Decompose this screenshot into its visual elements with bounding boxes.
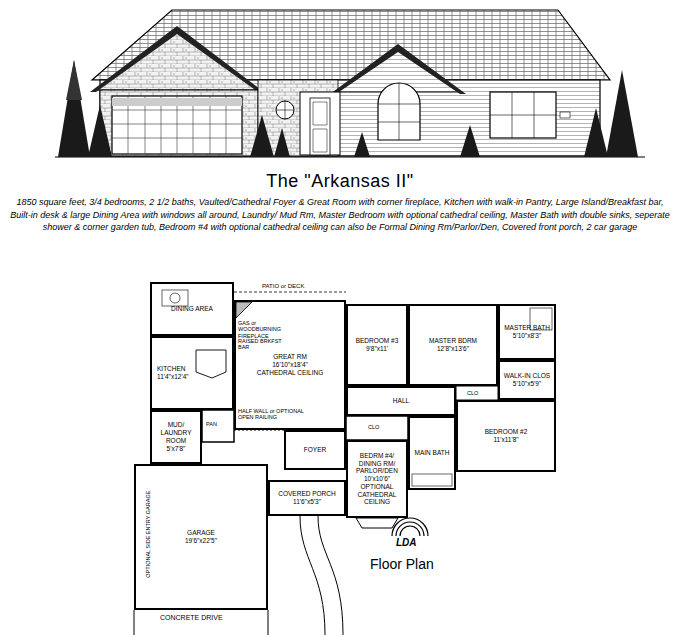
room-name: WALK-IN CLOS — [504, 372, 550, 380]
room-name: HALL — [393, 397, 409, 405]
room-note: 11'x11'8" — [493, 436, 518, 444]
room-name: BEDROOM #3 — [356, 337, 399, 345]
drawing-path — [55, 156, 645, 157]
room-name: FOYER — [304, 446, 326, 454]
room-box: MASTER BDRM12'8"x13'6" — [408, 304, 498, 386]
drawing-polygon — [354, 132, 370, 157]
drawing-path — [490, 92, 556, 138]
room-box: BEDROOM #39'8"x11' — [346, 304, 408, 386]
room-name: MUD/ LAUNDRY ROOM — [154, 421, 198, 444]
drawing-rect — [112, 98, 242, 106]
plan-note: CLO — [368, 424, 379, 430]
room-box: MASTER BATH5'10"x8'3" — [498, 304, 556, 360]
drawing-rect — [162, 290, 188, 306]
room-note: 10'x10'6" — [364, 475, 390, 483]
room-name: MASTER BATH — [504, 324, 550, 332]
logo-text: LDA — [396, 537, 417, 549]
drawing-rect — [456, 386, 498, 400]
plan-note: PAN — [206, 421, 217, 427]
drawing-path — [234, 292, 346, 293]
drawing-polygon — [58, 60, 90, 157]
room-note: 11'6"x5'3" — [293, 498, 321, 506]
drawing-rect — [202, 410, 234, 442]
room-box: GARAGE19'6"x22'5" — [134, 464, 268, 610]
room-box: HALL — [346, 386, 456, 416]
room-box: KITCHEN11'4"x12'4" — [150, 336, 234, 410]
drawing-path — [300, 516, 343, 635]
drawing-rect — [346, 416, 408, 440]
room-name: MASTER BDRM — [429, 337, 477, 345]
room-name: DINING AREA — [171, 305, 213, 313]
drawing-polygon — [584, 108, 608, 157]
plan-note: GAS or WOODBURNING FIREPLACE — [238, 320, 298, 339]
plan-description: 1850 square feet, 3/4 bedrooms, 2 1/2 ba… — [6, 196, 674, 234]
plan-note: RAISED BRKFST BAR — [238, 338, 286, 351]
room-name: GREAT RM — [273, 353, 307, 361]
drawing-path — [313, 102, 327, 152]
plan-note: CONCRETE DRIVE — [160, 614, 223, 622]
room-note: 19'6"x22'5" — [185, 537, 217, 545]
drawing-polygon — [96, 30, 258, 90]
room-note: OPTIONAL CATHEDRAL CEILING — [350, 483, 404, 506]
drawing-rect — [412, 474, 452, 486]
drawing-polygon — [250, 115, 274, 157]
drawing-rect — [112, 96, 242, 154]
plan-note: CLO — [467, 390, 478, 396]
drawing-path — [392, 518, 428, 536]
drawing-circle — [276, 101, 294, 119]
room-name: GARAGE — [187, 529, 215, 537]
plan-note: PATIO or DECK — [262, 283, 304, 290]
drawing-circle — [170, 293, 180, 303]
room-box: MAIN BATH — [408, 416, 456, 490]
drawing-polygon — [88, 105, 112, 157]
drawing-rect — [100, 90, 258, 156]
drawing-path — [134, 610, 268, 635]
room-box: WALK-IN CLOS5'10"x5'9" — [498, 360, 556, 400]
room-name: KITCHEN — [157, 365, 186, 373]
drawing-polygon — [606, 70, 638, 157]
plan-note: OPTIONAL SIDE ENTRY GARAGE — [145, 474, 151, 594]
room-box: BEDROOM #211'x11'8" — [456, 400, 556, 472]
drawing-polygon — [460, 125, 480, 157]
room-name: COVERED PORCH — [278, 490, 335, 498]
plan-title: The "Arkansas II" — [0, 171, 680, 192]
house-elevation — [0, 0, 680, 170]
room-box: BEDRM #4/ DINING RM/ PARLOR/DEN10'x10'6"… — [346, 440, 408, 518]
drawing-polygon — [196, 350, 226, 378]
drawing-path — [378, 83, 420, 140]
drawing-polygon — [236, 302, 252, 318]
room-box: DINING AREA — [150, 282, 234, 336]
drawing-rect — [300, 92, 340, 155]
room-note: 12'8"x13'6" — [437, 345, 469, 353]
room-box: COVERED PORCH11'6"x5'3" — [268, 480, 346, 516]
room-box: MUD/ LAUNDRY ROOM5'x7'8" — [150, 410, 202, 464]
drawing-path — [378, 83, 420, 140]
drawing-path — [112, 96, 242, 154]
drawing-polygon — [274, 128, 290, 157]
drawing-rect — [490, 92, 556, 138]
room-note: 16'10"x18'4" — [272, 361, 308, 369]
room-box: FOYER — [284, 430, 346, 470]
drawing-rect — [560, 112, 570, 118]
drawing-polygon — [356, 518, 398, 528]
drawing-rect — [310, 98, 330, 155]
room-name: MAIN BATH — [415, 449, 450, 457]
drawing-path — [276, 101, 294, 119]
plan-note: HALF WALL or OPTIONAL OPEN RAILING — [238, 408, 318, 421]
plan-heading: Floor Plan — [370, 556, 434, 572]
drawing-polygon — [66, 60, 82, 100]
room-note: 11'4"x12'4" — [157, 373, 189, 381]
room-note: CATHEDRAL CEILING — [257, 369, 323, 377]
room-name: BEDRM #4/ DINING RM/ PARLOR/DEN — [350, 452, 404, 475]
room-note: 5'10"x8'3" — [513, 332, 541, 340]
room-note: 5'10"x5'9" — [513, 380, 541, 388]
room-note: 9'8"x11' — [366, 345, 388, 353]
room-note: 5'x7'8" — [167, 445, 186, 453]
drawing-polygon — [90, 26, 264, 92]
room-name: BEDROOM #2 — [485, 428, 528, 436]
